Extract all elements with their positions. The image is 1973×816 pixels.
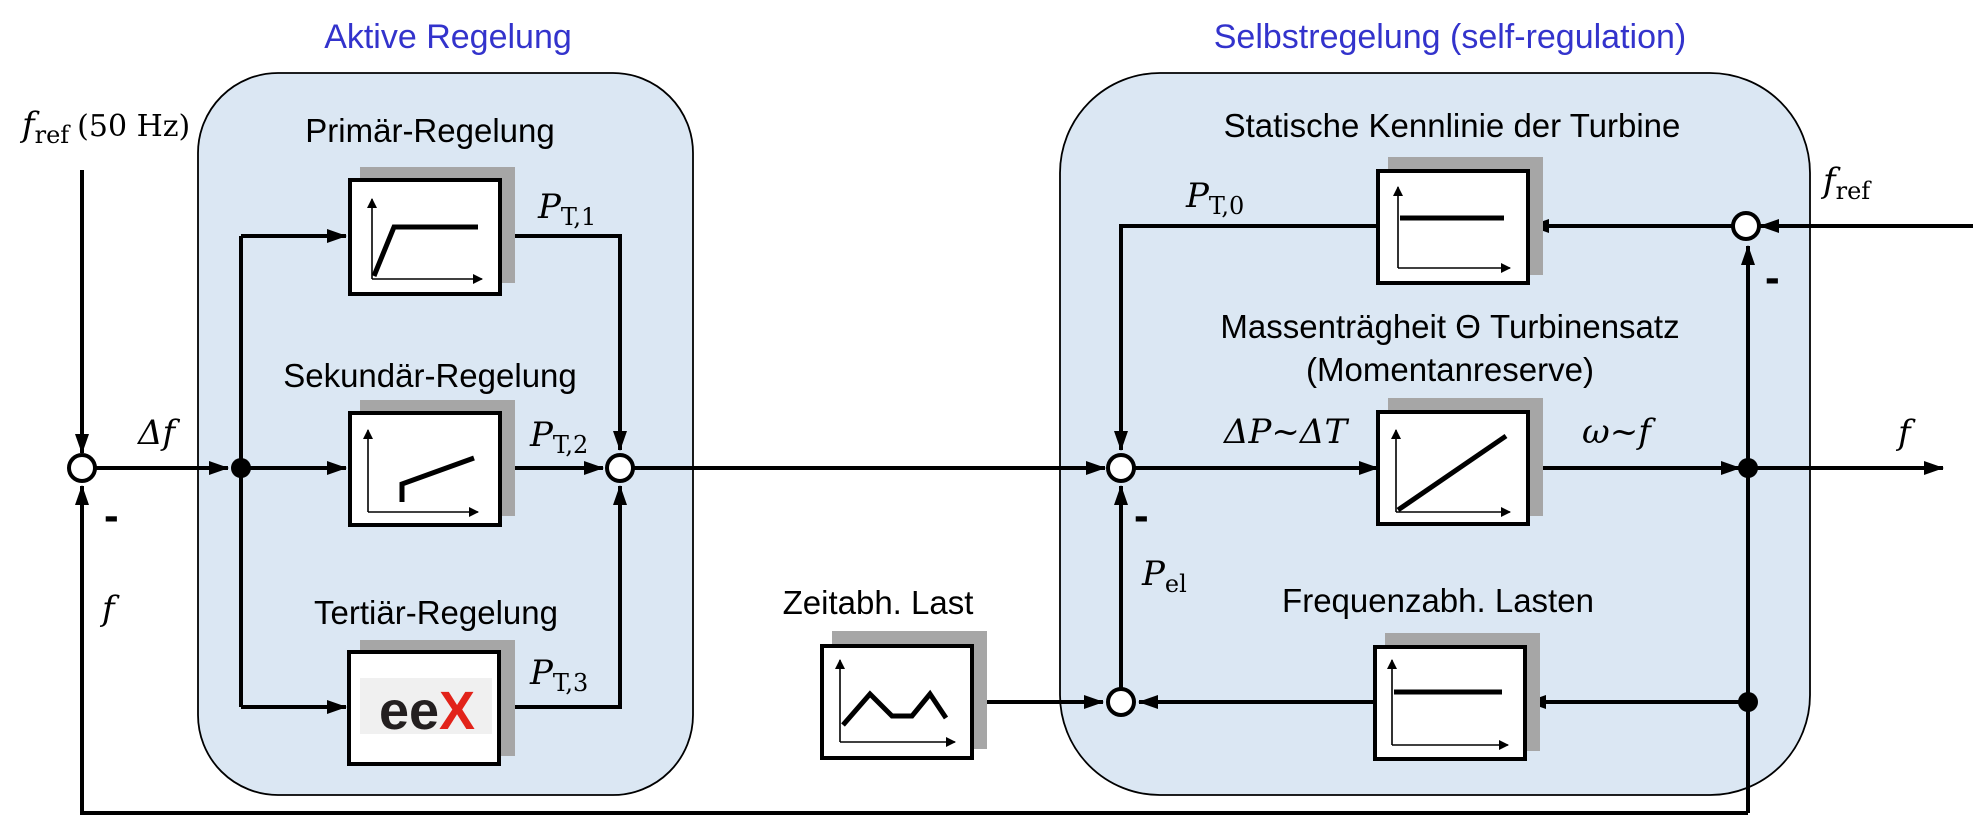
f-ref-right-label: fref: [1820, 161, 1872, 205]
sum-node-load: [1106, 687, 1136, 717]
sum-node-fref: [1731, 211, 1761, 241]
sum-node-power: [605, 453, 635, 483]
sum-node-balance: [1106, 453, 1136, 483]
eex-logo: eeX: [379, 681, 475, 741]
secondary-control-label: Sekundär-Regelung: [283, 357, 577, 394]
minus-sign-fref: -: [1765, 253, 1780, 302]
tertiary-control-block: eeX: [347, 640, 515, 766]
turbine-static-characteristic-block: [1376, 157, 1543, 285]
frequency-dependent-loads-label: Frequenzabh. Lasten: [1282, 582, 1594, 619]
inertia-label-line1: Massenträgheit Θ Turbinensatz: [1220, 308, 1679, 345]
P-T3-label: PT,3: [529, 653, 588, 697]
minus-sign-feedback: -: [104, 491, 119, 540]
delta-P-label: ΔP~ΔT: [1222, 412, 1349, 452]
omega-f-label: ω~f: [1582, 412, 1656, 452]
time-dependent-load-label: Zeitabh. Last: [783, 584, 974, 621]
secondary-control-block: [348, 400, 515, 527]
output-dot: [1738, 458, 1758, 478]
inertia-label-line2: (Momentanreserve): [1306, 351, 1594, 388]
delta-f-label: Δf: [136, 413, 181, 453]
minus-sign-load: -: [1134, 491, 1149, 540]
P-T2-label: PT,2: [529, 415, 588, 459]
f-output-label: f: [1895, 413, 1916, 453]
f-feedback-label: f: [99, 589, 120, 629]
sum-node-error: [67, 453, 97, 483]
primary-control-block: [348, 167, 515, 296]
P-el-label: Pel: [1141, 554, 1187, 598]
self-regulation-title: Selbstregelung (self-regulation): [1214, 18, 1686, 56]
primary-control-label: Primär-Regelung: [305, 112, 554, 149]
P-T0-label: PT,0: [1185, 176, 1244, 220]
tertiary-control-label: Tertiär-Regelung: [314, 594, 558, 631]
active-regulation-title: Aktive Regelung: [324, 18, 572, 56]
load-branch-dot: [1738, 692, 1758, 712]
P-T1-label: PT,1: [537, 187, 596, 231]
time-dependent-load-block: [820, 631, 987, 760]
f-ref-input-label: fref(50 Hz): [19, 105, 190, 149]
branch-dot: [231, 458, 251, 478]
turbine-static-label: Statische Kennlinie der Turbine: [1224, 107, 1681, 144]
inertia-block: [1376, 398, 1543, 526]
frequency-dependent-loads-block: [1373, 633, 1540, 761]
